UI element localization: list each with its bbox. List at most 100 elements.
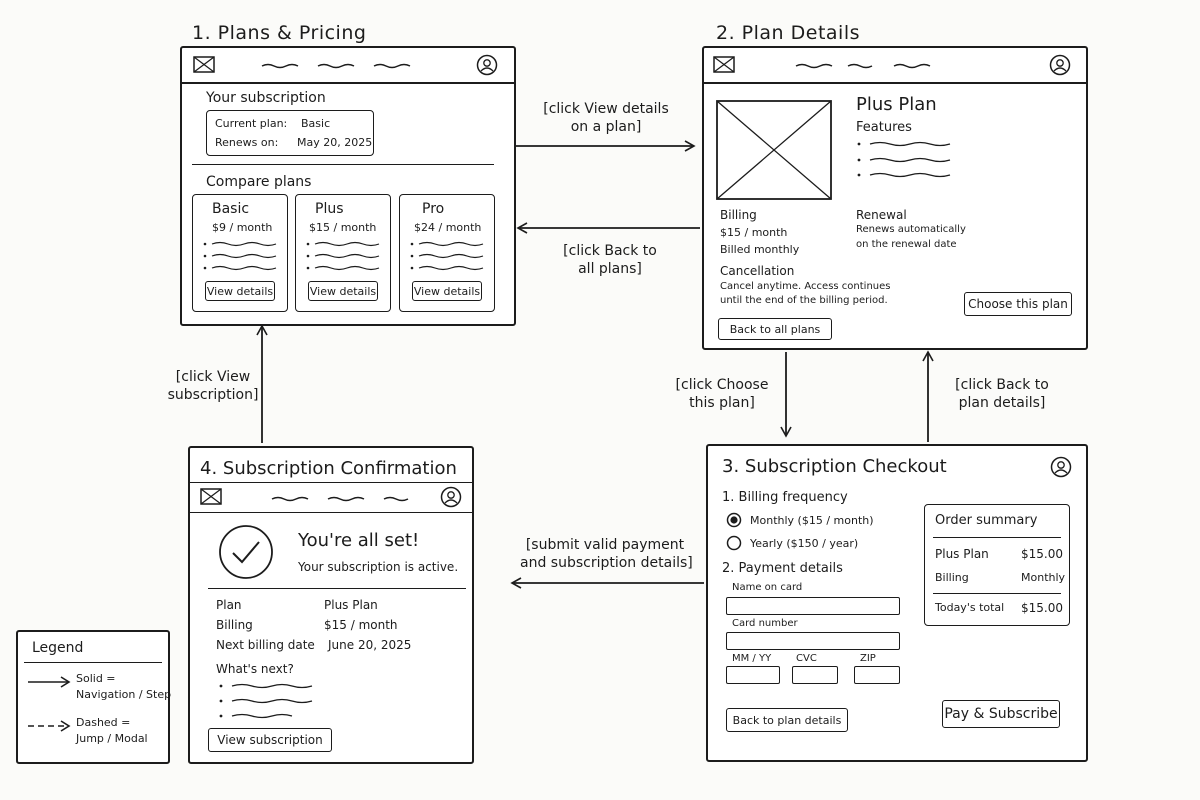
cancellation-text: Cancel anytime. Access continues	[720, 281, 891, 292]
billing-value: $15 / month	[324, 618, 398, 632]
name-on-card-input[interactable]	[726, 597, 900, 615]
user-avatar-icon[interactable]	[440, 486, 462, 508]
legend-dashed-label: Jump / Modal	[76, 732, 148, 745]
feature-list-placeholder	[857, 141, 951, 178]
whats-next-heading: What's next?	[216, 662, 294, 676]
plan-price: $24 / month	[414, 221, 482, 234]
legend-dashed-label: Dashed =	[76, 716, 131, 729]
summary-plan-value: $15.00	[1021, 547, 1063, 561]
card-number-label: Card number	[732, 618, 798, 629]
monthly-option-label[interactable]: Monthly ($15 / month)	[750, 514, 874, 527]
divider	[190, 512, 472, 513]
transition-label-back-to-plan-details: [click Back to plan details]	[944, 376, 1060, 412]
nav-links-icon[interactable]	[260, 62, 422, 70]
todays-total-value: $15.00	[1021, 601, 1063, 615]
radio-yearly-icon[interactable]	[726, 535, 742, 551]
transition-text: [click View details	[543, 101, 669, 117]
legend-solid-label: Solid =	[76, 672, 116, 685]
billing-heading: Billing	[720, 208, 757, 222]
billing-cycle: Billed monthly	[720, 243, 800, 256]
zip-label: ZIP	[860, 653, 876, 664]
transition-text: [click Choose	[675, 377, 769, 393]
view-details-button[interactable]: View details	[308, 281, 378, 301]
user-avatar-icon[interactable]	[476, 54, 498, 76]
mail-icon	[200, 488, 222, 505]
subscription-summary-box: Current plan: Basic Renews on: May 20, 2…	[206, 110, 374, 156]
card-number-input[interactable]	[726, 632, 900, 650]
plan-name: Basic	[212, 201, 250, 217]
transition-label-view-details: [click View details on a plan]	[533, 100, 679, 136]
next-billing-date-value: June 20, 2025	[328, 638, 412, 652]
user-avatar-icon[interactable]	[1050, 456, 1072, 478]
screen-title-details: 2. Plan Details	[716, 22, 860, 44]
divider	[208, 588, 466, 589]
back-to-plan-details-button[interactable]: Back to plan details	[726, 708, 848, 732]
transition-text: plan details]	[958, 395, 1046, 411]
feature-list-placeholder	[410, 241, 484, 271]
transition-label-back-to-all-plans: [click Back to all plans]	[548, 242, 672, 278]
cvc-input[interactable]	[792, 666, 838, 684]
billing-frequency-heading: 1. Billing frequency	[722, 490, 848, 505]
choose-this-plan-button[interactable]: Choose this plan	[964, 292, 1072, 316]
screen-title-plans: 1. Plans & Pricing	[192, 22, 367, 44]
screen-plan-details: Plus Plan Features Billing $15 / month B…	[702, 46, 1088, 350]
top-bar	[704, 48, 1086, 84]
transition-text: subscription]	[167, 387, 259, 403]
transition-text: on a plan]	[570, 119, 642, 135]
renewal-text: Renews automatically	[856, 224, 966, 235]
next-billing-date-label: Next billing date	[216, 638, 315, 652]
your-subscription-heading: Your subscription	[206, 90, 326, 106]
plan-label: Plan	[216, 598, 242, 612]
nav-links-icon[interactable]	[794, 62, 944, 70]
feature-list-placeholder	[203, 241, 277, 271]
view-subscription-button[interactable]: View subscription	[208, 728, 332, 752]
plan-name: Plus	[315, 201, 344, 217]
divider	[933, 593, 1061, 594]
pay-and-subscribe-button[interactable]: Pay & Subscribe	[942, 700, 1060, 728]
billing-label: Billing	[216, 618, 253, 632]
renews-on-value: May 20, 2025	[297, 136, 373, 149]
plan-card-plus[interactable]: Plus $15 / month View details	[295, 194, 391, 312]
order-summary-box: Order summary Plus Plan $15.00 Billing M…	[924, 504, 1070, 626]
plan-image-placeholder-icon	[716, 100, 832, 200]
renewal-text: on the renewal date	[856, 239, 957, 250]
plan-card-basic[interactable]: Basic $9 / month View details	[192, 194, 288, 312]
renewal-heading: Renewal	[856, 208, 907, 222]
compare-plans-heading: Compare plans	[206, 174, 312, 190]
confirmation-headline: You're all set!	[298, 530, 420, 551]
view-details-button[interactable]: View details	[412, 281, 482, 301]
transition-text: [click Back to	[955, 377, 1049, 393]
summary-plan-label: Plus Plan	[935, 547, 989, 561]
transition-label-submit-payment: [submit valid payment and subscription d…	[520, 536, 693, 572]
name-on-card-label: Name on card	[732, 582, 803, 593]
zip-input[interactable]	[854, 666, 900, 684]
plan-name-heading: Plus Plan	[856, 94, 937, 115]
divider	[190, 482, 472, 483]
nav-links-icon[interactable]	[270, 495, 422, 503]
transition-label-view-subscription: [click View subscription]	[166, 368, 260, 404]
divider	[192, 164, 494, 165]
plan-name: Pro	[422, 201, 445, 217]
yearly-option-label[interactable]: Yearly ($150 / year)	[750, 537, 859, 550]
expiry-input[interactable]	[726, 666, 780, 684]
screen-plans-pricing: Your subscription Current plan: Basic Re…	[180, 46, 516, 326]
legend-solid-label: Navigation / Step	[76, 688, 172, 701]
radio-monthly-selected-icon[interactable]	[726, 512, 742, 528]
cancellation-text: until the end of the billing period.	[720, 295, 888, 306]
user-avatar-icon[interactable]	[1049, 54, 1071, 76]
legend: Legend Solid = Navigation / Step Dashed …	[16, 630, 172, 764]
screen-subscription-confirmation: 4. Subscription Confirmation You're all …	[188, 446, 474, 764]
current-plan-label: Current plan:	[215, 117, 288, 130]
todays-total-label: Today's total	[935, 601, 1005, 614]
renews-on-label: Renews on:	[215, 136, 279, 149]
billing-price: $15 / month	[720, 226, 788, 239]
view-details-button[interactable]: View details	[205, 281, 275, 301]
back-to-all-plans-button[interactable]: Back to all plans	[718, 318, 832, 340]
divider	[933, 537, 1061, 538]
divider	[24, 662, 162, 663]
order-summary-heading: Order summary	[935, 513, 1038, 528]
plan-card-pro[interactable]: Pro $24 / month View details	[399, 194, 495, 312]
cancellation-heading: Cancellation	[720, 264, 795, 278]
payment-details-heading: 2. Payment details	[722, 561, 843, 576]
